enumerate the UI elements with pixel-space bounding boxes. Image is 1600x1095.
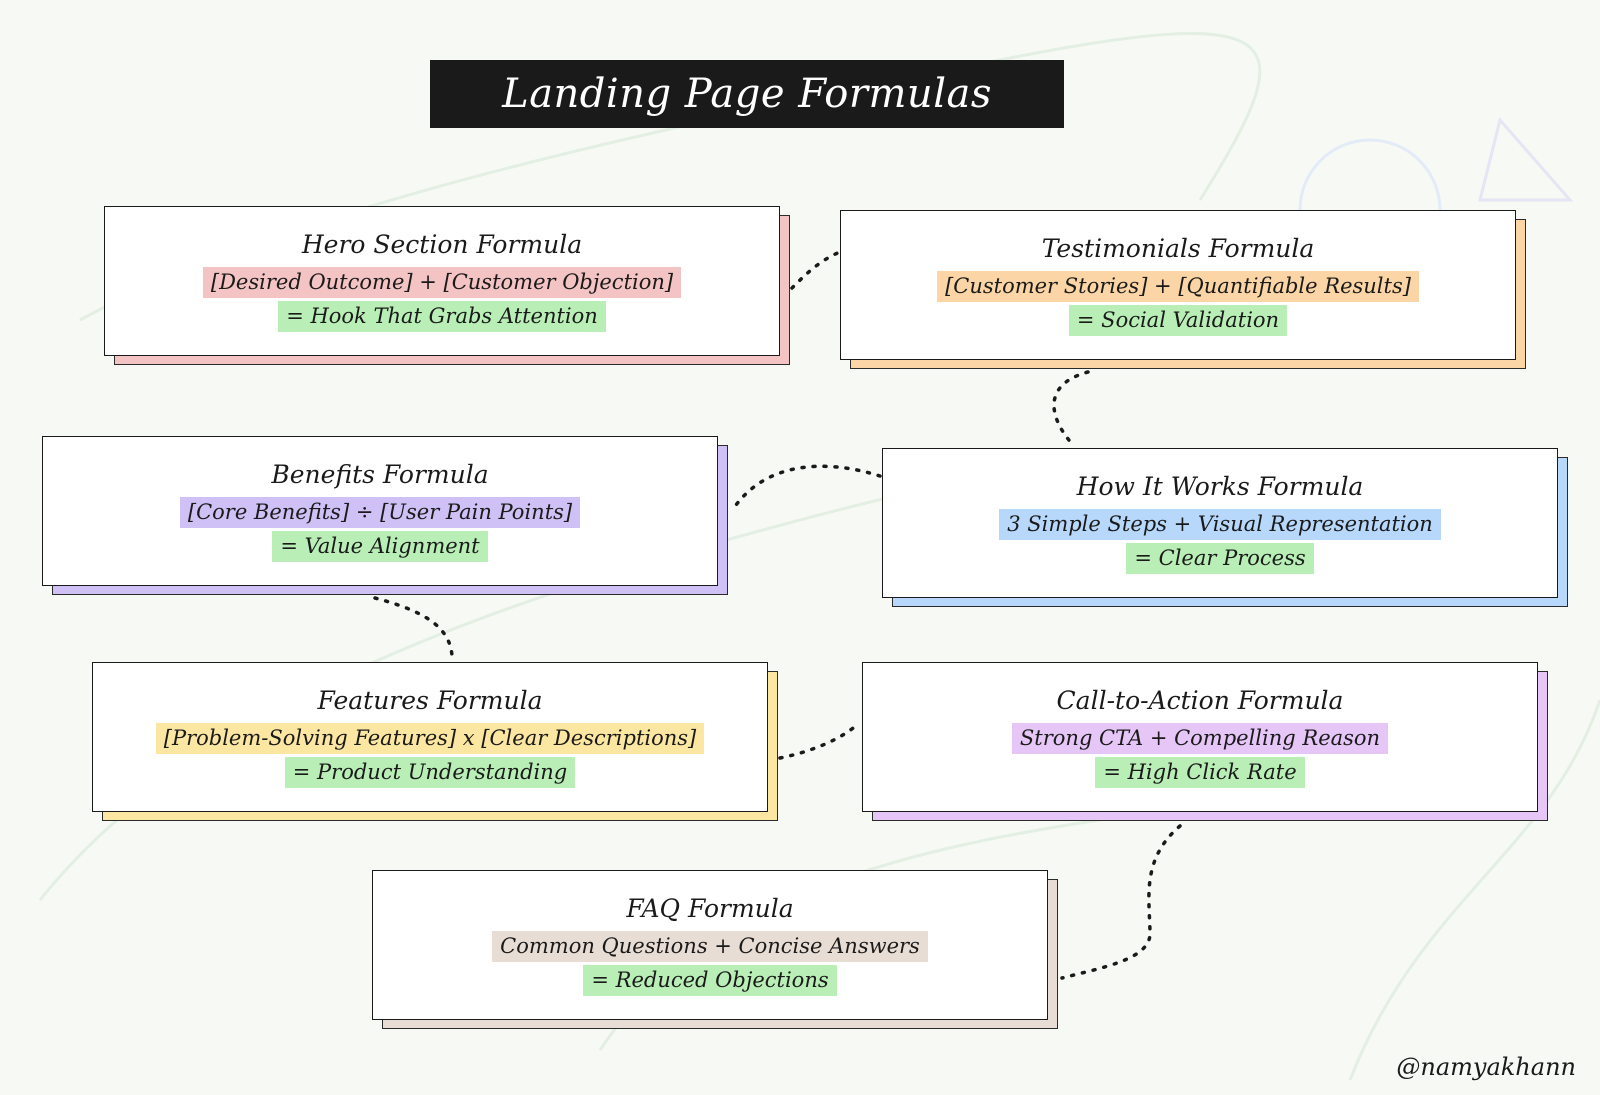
benefits-formula: [Core Benefits] ÷ [User Pain Points] [179, 496, 581, 528]
how-heading: How It Works Formula [1076, 471, 1364, 501]
faq-formula: Common Questions + Concise Answers [492, 930, 928, 962]
card-panel: How It Works Formula 3 Simple Steps + Vi… [882, 448, 1558, 598]
features-card: Features Formula [Problem-Solving Featur… [92, 662, 778, 821]
how-formula: 3 Simple Steps + Visual Representation [999, 508, 1441, 540]
how-result: = Clear Process [1126, 543, 1314, 575]
faq-result: = Reduced Objections [583, 965, 837, 997]
card-panel: Benefits Formula [Core Benefits] ÷ [User… [42, 436, 718, 586]
faq-heading: FAQ Formula [626, 893, 794, 923]
features-result: = Product Understanding [284, 757, 576, 789]
benefits-result: = Value Alignment [272, 531, 488, 563]
benefits-heading: Benefits Formula [271, 459, 489, 489]
page-title: Landing Page Formulas [430, 60, 1064, 128]
how-it-works-card: How It Works Formula 3 Simple Steps + Vi… [882, 448, 1568, 607]
faq-card: FAQ Formula Common Questions + Concise A… [372, 870, 1058, 1029]
cta-formula: Strong CTA + Compelling Reason [1011, 722, 1389, 754]
card-panel: Testimonials Formula [Customer Stories] … [840, 210, 1516, 360]
hero-section-card: Hero Section Formula [Desired Outcome] +… [104, 206, 790, 365]
card-panel: Features Formula [Problem-Solving Featur… [92, 662, 768, 812]
hero-result: = Hook That Grabs Attention [278, 301, 606, 333]
testimonials-heading: Testimonials Formula [1041, 233, 1315, 263]
hero-formula: [Desired Outcome] + [Customer Objection] [202, 266, 682, 298]
card-panel: FAQ Formula Common Questions + Concise A… [372, 870, 1048, 1020]
card-panel: Hero Section Formula [Desired Outcome] +… [104, 206, 780, 356]
features-heading: Features Formula [317, 685, 543, 715]
benefits-card: Benefits Formula [Core Benefits] ÷ [User… [42, 436, 728, 595]
testimonials-result: = Social Validation [1068, 305, 1288, 337]
cta-heading: Call-to-Action Formula [1056, 685, 1344, 715]
cta-result: = High Click Rate [1095, 757, 1305, 789]
testimonials-formula: [Customer Stories] + [Quantifiable Resul… [937, 270, 1419, 302]
features-formula: [Problem-Solving Features] x [Clear Desc… [155, 722, 705, 754]
call-to-action-card: Call-to-Action Formula Strong CTA + Comp… [862, 662, 1548, 821]
author-handle: @namyakhann [1396, 1053, 1576, 1081]
hero-heading: Hero Section Formula [301, 229, 583, 259]
card-panel: Call-to-Action Formula Strong CTA + Comp… [862, 662, 1538, 812]
testimonials-card: Testimonials Formula [Customer Stories] … [840, 210, 1526, 369]
